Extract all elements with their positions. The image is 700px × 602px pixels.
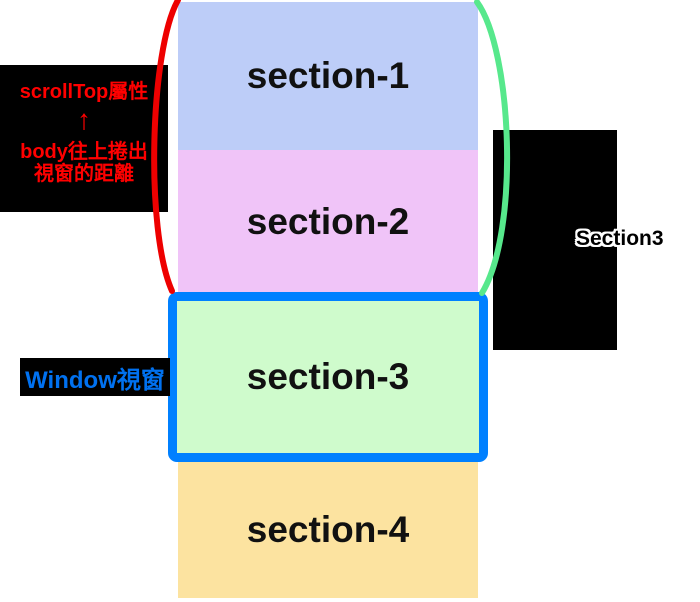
- window-annotation-box: Window視窗: [20, 358, 170, 396]
- section-3-label: section-3: [246, 356, 410, 397]
- section-1-block: section-1: [178, 2, 478, 150]
- section3-annotation-box: [493, 130, 617, 350]
- scrolltop-description-line2: 視窗的距離: [34, 163, 134, 185]
- section-4-block: section-4: [178, 462, 478, 598]
- window-viewport-frame: section-3: [168, 292, 488, 462]
- up-arrow-icon: ↑: [77, 104, 91, 135]
- section-2-block: section-2: [178, 150, 478, 293]
- section-2-label: section-2: [246, 200, 410, 242]
- scrolltop-annotation-box: scrollTop屬性 ↑ body往上捲出 視窗的距離: [0, 65, 168, 212]
- section-1-label: section-1: [246, 55, 410, 96]
- section3-annotation-label: Section3: [576, 227, 664, 250]
- section-4-label: section-4: [246, 509, 410, 550]
- window-label: Window視窗: [25, 366, 165, 394]
- scrolltop-attribute-label: scrollTop屬性: [19, 81, 149, 103]
- scrolltop-description-line1: body往上捲出: [20, 141, 148, 163]
